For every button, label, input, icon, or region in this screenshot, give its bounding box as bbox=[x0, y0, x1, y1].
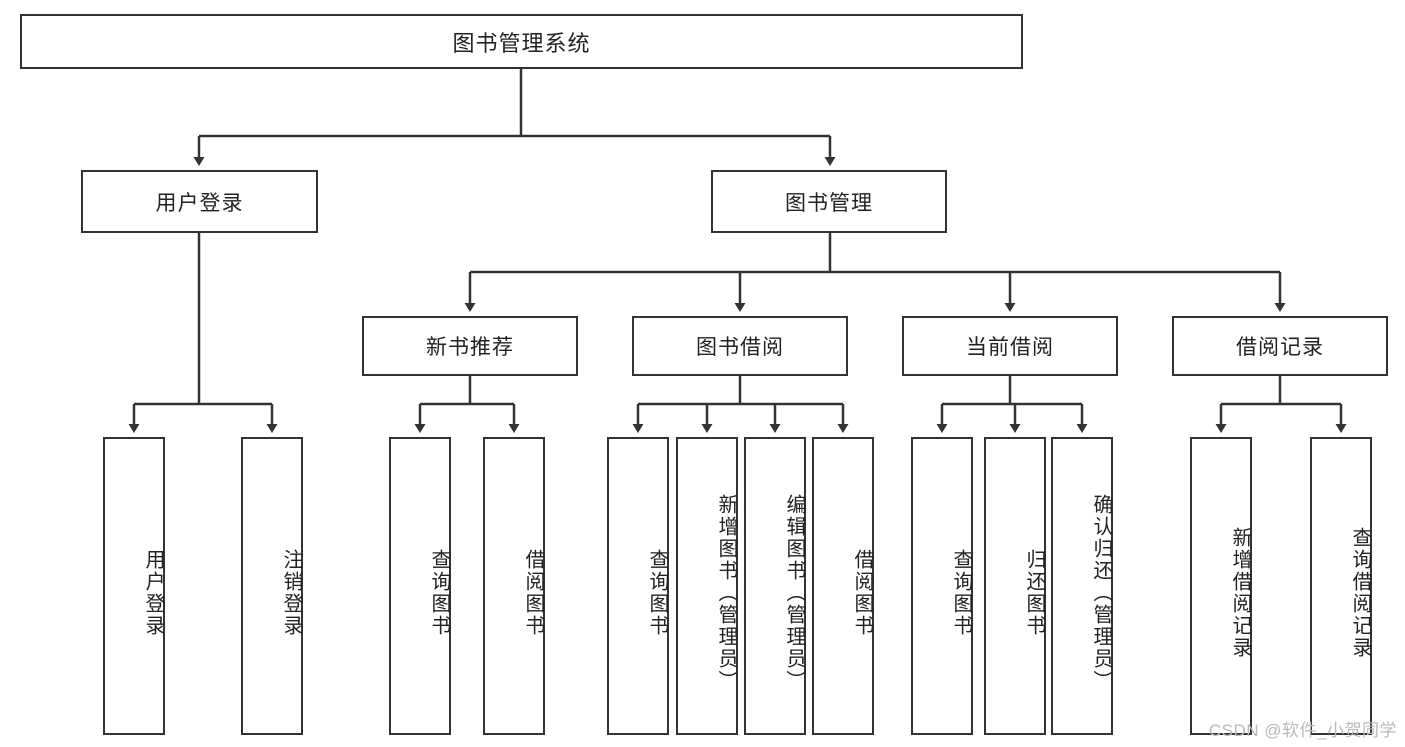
node-leaf-confirm-return-admin[interactable]: 确认归还（管理员） bbox=[1051, 437, 1113, 735]
node-leaf-return-book[interactable]: 归还图书 bbox=[984, 437, 1046, 735]
leaf-label: 新增图书（管理员） bbox=[715, 494, 737, 692]
node-new-book-recommend[interactable]: 新书推荐 bbox=[362, 316, 578, 376]
node-leaf-query-book-borrow[interactable]: 查询图书 bbox=[607, 437, 669, 735]
leaf-label: 查询图书 bbox=[646, 549, 668, 637]
node-book-manage[interactable]: 图书管理 bbox=[711, 170, 947, 233]
node-leaf-borrow-book[interactable]: 借阅图书 bbox=[812, 437, 874, 735]
node-leaf-user-logout[interactable]: 注销登录 bbox=[241, 437, 303, 735]
leaf-label: 新增借阅记录 bbox=[1229, 527, 1251, 659]
node-leaf-add-borrow-record[interactable]: 新增借阅记录 bbox=[1190, 437, 1252, 735]
node-leaf-add-book-admin[interactable]: 新增图书（管理员） bbox=[676, 437, 738, 735]
node-user-login[interactable]: 用户登录 bbox=[81, 170, 318, 233]
node-book-borrow[interactable]: 图书借阅 bbox=[632, 316, 848, 376]
node-leaf-query-book-current[interactable]: 查询图书 bbox=[911, 437, 973, 735]
node-leaf-borrow-book-rec[interactable]: 借阅图书 bbox=[483, 437, 545, 735]
leaf-label: 归还图书 bbox=[1023, 549, 1045, 637]
leaf-label: 查询图书 bbox=[950, 549, 972, 637]
leaf-label: 编辑图书（管理员） bbox=[783, 494, 805, 692]
leaf-label: 确认归还（管理员） bbox=[1090, 494, 1112, 692]
leaf-label: 查询图书 bbox=[428, 549, 450, 637]
node-current-borrow[interactable]: 当前借阅 bbox=[902, 316, 1118, 376]
node-leaf-edit-book-admin[interactable]: 编辑图书（管理员） bbox=[744, 437, 806, 735]
node-leaf-query-book-rec[interactable]: 查询图书 bbox=[389, 437, 451, 735]
watermark-csdn: CSDN @软件_小贺同学 bbox=[1208, 721, 1397, 740]
leaf-label: 用户登录 bbox=[142, 549, 164, 637]
leaf-label: 注销登录 bbox=[280, 549, 302, 637]
node-borrow-record[interactable]: 借阅记录 bbox=[1172, 316, 1388, 376]
leaf-label: 借阅图书 bbox=[851, 549, 873, 637]
node-leaf-user-login[interactable]: 用户登录 bbox=[103, 437, 165, 735]
node-root-system[interactable]: 图书管理系统 bbox=[20, 14, 1023, 69]
leaf-label: 借阅图书 bbox=[522, 549, 544, 637]
node-leaf-query-borrow-record[interactable]: 查询借阅记录 bbox=[1310, 437, 1372, 735]
leaf-label: 查询借阅记录 bbox=[1349, 527, 1371, 659]
